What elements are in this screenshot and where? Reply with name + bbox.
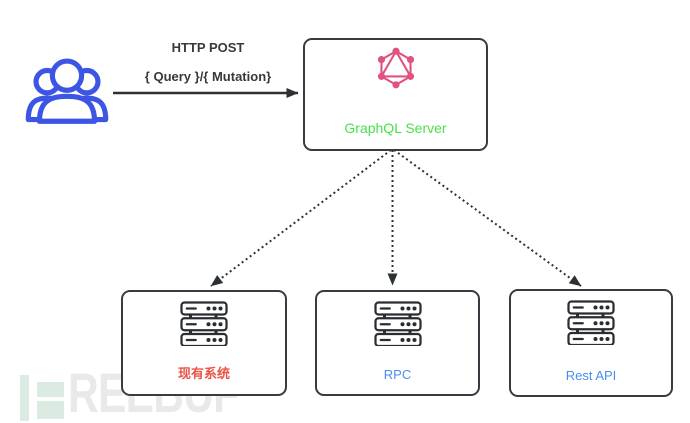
backend-box-rpc: RPC xyxy=(315,290,480,396)
graphql-server-box: GraphQL Server xyxy=(303,38,488,151)
http-post-label: HTTP POST xyxy=(171,40,245,55)
backend-label-rest: Rest API xyxy=(565,368,617,383)
backend-box-legacy: 现有系统 xyxy=(121,290,287,396)
backend-label-legacy: 现有系统 xyxy=(177,366,230,381)
backend-box-rest: Rest API xyxy=(509,289,673,397)
graphql-logo-icon xyxy=(377,47,414,89)
dashed-arrow-legacy xyxy=(210,149,392,287)
users-group-icon xyxy=(25,58,109,124)
dashed-arrow-rest xyxy=(393,149,582,287)
query-mutation-label: { Query }/{ Mutation} xyxy=(144,69,272,84)
server-stack-icon xyxy=(567,300,615,345)
backend-label-rpc: RPC xyxy=(383,367,412,382)
graphql-server-label: GraphQL Server xyxy=(344,120,447,136)
freebuf-f-icon xyxy=(37,382,64,419)
freebuf-logo-icon xyxy=(20,375,29,421)
server-stack-icon xyxy=(373,301,422,346)
server-stack-icon xyxy=(180,301,228,346)
